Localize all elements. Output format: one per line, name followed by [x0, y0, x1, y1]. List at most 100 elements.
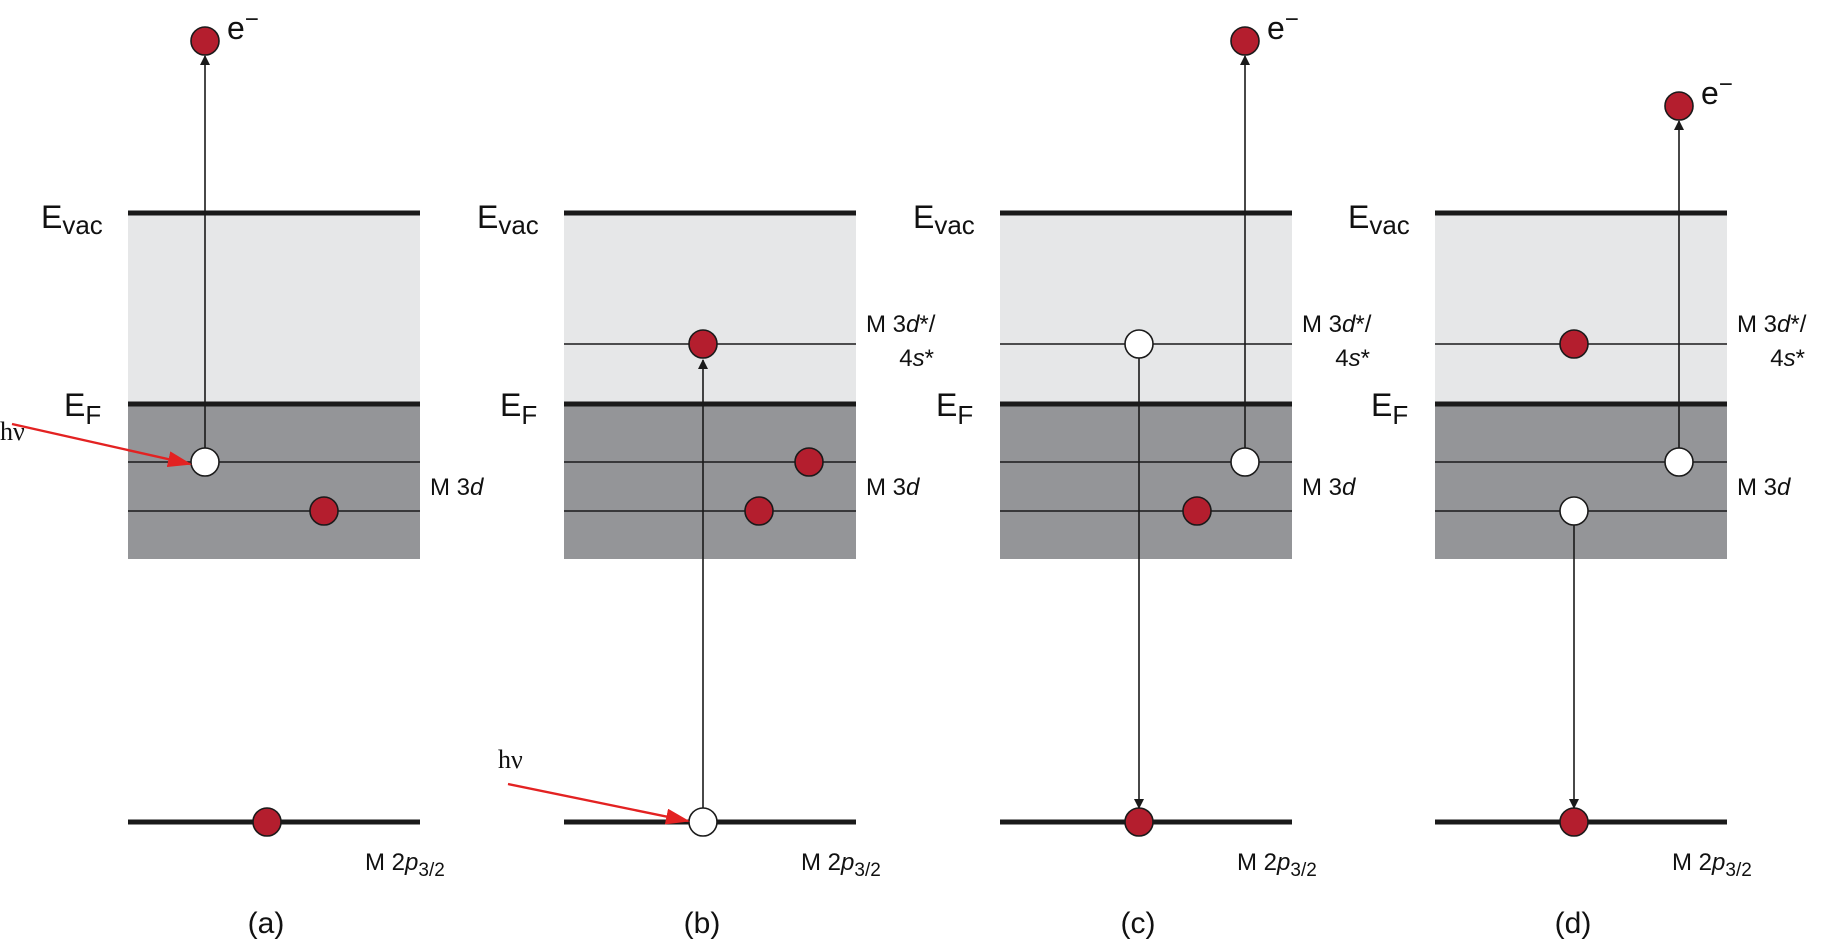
ef-main: E: [500, 387, 521, 423]
ef-main: E: [936, 387, 957, 423]
ef-label: EF: [1371, 387, 1408, 430]
evac-label: Evac: [41, 199, 103, 240]
panel-caption: (d): [1555, 907, 1592, 940]
m3dstar-suffix: */: [1790, 311, 1806, 338]
ef-main: E: [1371, 387, 1392, 423]
spectator-electron: [1559, 329, 1589, 359]
electron-minus: −: [1719, 71, 1733, 98]
emitted-electron: [190, 26, 220, 56]
core-prefix: M 2: [1237, 849, 1277, 876]
m3dstar-prefix: M 3: [1737, 311, 1777, 338]
core-sub: 3/2: [418, 860, 444, 881]
emitted-electron: [1664, 91, 1694, 121]
s-suffix: *: [1796, 345, 1805, 372]
m3d-italic: d: [906, 474, 920, 501]
valence-hole: [190, 447, 220, 477]
core-prefix: M 2: [1672, 849, 1712, 876]
evac-main: E: [913, 199, 934, 235]
m3dstar-suffix: */: [919, 311, 935, 338]
valence-electron: [1182, 496, 1212, 526]
evac-main: E: [1348, 199, 1369, 235]
core-label: M 2p3/2: [365, 849, 445, 881]
photon-arrow: [11, 422, 192, 467]
ef-label: EF: [500, 387, 537, 430]
ef-label: EF: [64, 387, 101, 430]
core-electron: [252, 807, 282, 837]
evac-sub: vac: [498, 210, 538, 240]
s-suffix: *: [1361, 345, 1370, 372]
electron-label: e−: [227, 6, 259, 46]
m3dstar-label-line1: M 3d*/: [1302, 311, 1372, 338]
core-prefix: M 2: [365, 849, 405, 876]
core-prefix: M 2: [801, 849, 841, 876]
valence-electron: [794, 447, 824, 477]
unoccupied-band: [1435, 213, 1727, 404]
core-italic: p: [1276, 849, 1290, 876]
photon-label: hν: [498, 745, 523, 774]
s-suffix: *: [925, 345, 934, 372]
m3dstar-label-line2: 4s*: [1335, 345, 1370, 372]
m3dstar-italic: d: [906, 311, 920, 338]
m3dstar-italic: d: [1342, 311, 1356, 338]
m3d-prefix: M 3: [866, 474, 906, 501]
m3d-prefix: M 3: [1302, 474, 1342, 501]
evac-main: E: [477, 199, 498, 235]
m3d-italic: d: [1342, 474, 1356, 501]
ef-sub: F: [957, 400, 973, 430]
unoccupied-band: [564, 213, 856, 404]
m3d-italic: d: [470, 474, 484, 501]
m3d-label: M 3d: [1302, 474, 1356, 501]
occupied-band: [1000, 404, 1292, 559]
valence-electron: [309, 496, 339, 526]
core-hole: [688, 807, 718, 837]
s-italic: s: [1784, 345, 1796, 372]
core-italic: p: [404, 849, 418, 876]
electron-e: e: [227, 10, 245, 46]
photon-label: hν: [0, 417, 25, 446]
unoccupied-band: [128, 213, 420, 404]
valence-hole: [1230, 447, 1260, 477]
m3d-label: M 3d: [1737, 474, 1791, 501]
panel-caption: (a): [248, 907, 285, 940]
electron-minus: −: [1285, 6, 1299, 33]
evac-sub: vac: [62, 210, 102, 240]
valence-hole: [1664, 447, 1694, 477]
ef-sub: F: [85, 400, 101, 430]
s-italic: s: [913, 345, 925, 372]
ef-sub: F: [521, 400, 537, 430]
evac-sub: vac: [934, 210, 974, 240]
occupied-band: [128, 404, 420, 559]
ef-sub: F: [1392, 400, 1408, 430]
core-label: M 2p3/2: [1672, 849, 1752, 881]
electron-e: e: [1701, 75, 1719, 111]
valence-electron: [744, 496, 774, 526]
electron-minus: −: [245, 6, 259, 33]
m3dstar-prefix: M 3: [1302, 311, 1342, 338]
valence-hole: [1559, 496, 1589, 526]
core-italic: p: [840, 849, 854, 876]
electron-label: e−: [1267, 6, 1299, 46]
core-label: M 2p3/2: [1237, 849, 1317, 881]
panel-caption: (b): [684, 907, 721, 940]
core-italic: p: [1711, 849, 1725, 876]
m3dstar-suffix: */: [1355, 311, 1371, 338]
occupied-band: [1435, 404, 1727, 559]
m3d-label: M 3d: [866, 474, 920, 501]
m3dstar-label-line2: 4s*: [899, 345, 934, 372]
evac-label: Evac: [477, 199, 539, 240]
m3d-italic: d: [1777, 474, 1791, 501]
core-electron: [1124, 807, 1154, 837]
m3dstar-label-line1: M 3d*/: [1737, 311, 1807, 338]
evac-label: Evac: [1348, 199, 1410, 240]
core-sub: 3/2: [1290, 860, 1316, 881]
electron-label: e−: [1701, 71, 1733, 111]
core-electron: [1559, 807, 1589, 837]
electron-e: e: [1267, 10, 1285, 46]
photon-arrow: [507, 782, 690, 825]
s-prefix: 4: [899, 345, 912, 372]
m3d-prefix: M 3: [430, 474, 470, 501]
